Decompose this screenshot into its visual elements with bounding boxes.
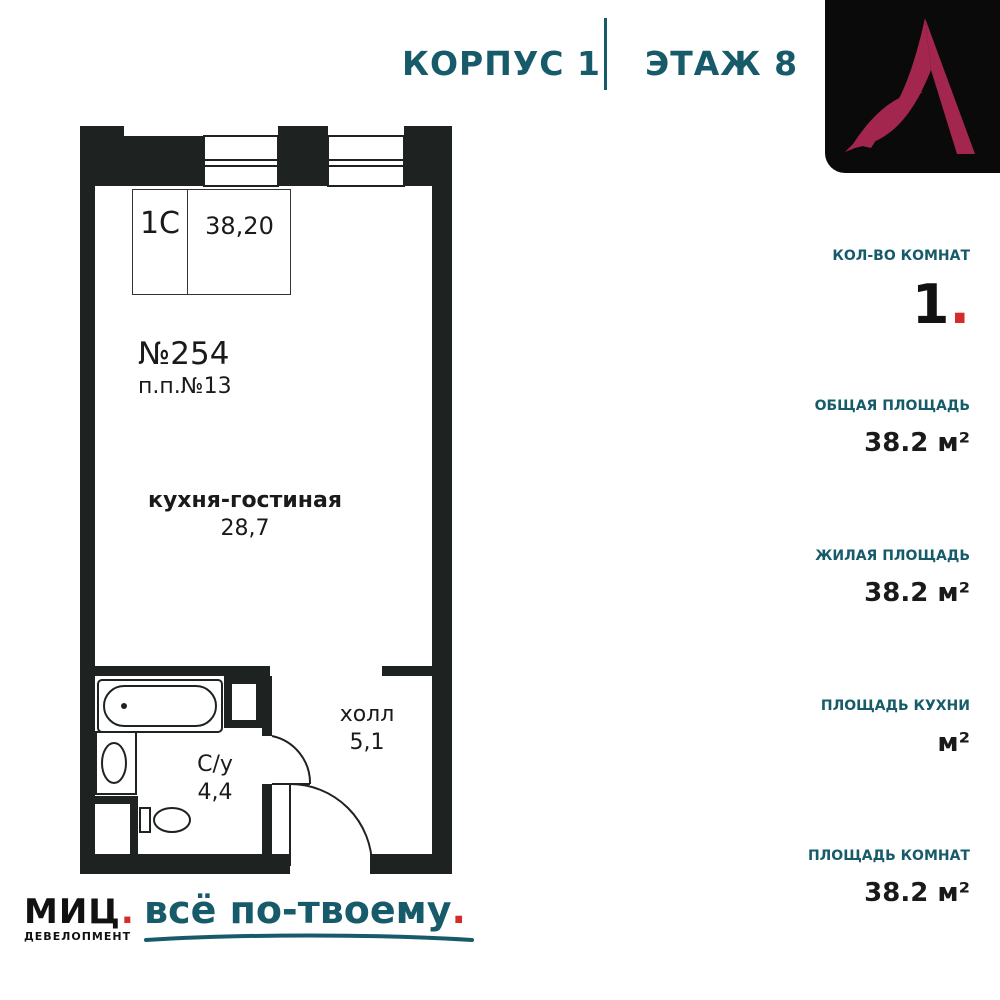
rooms-count-number: 1 — [911, 273, 950, 336]
slogan-dot-icon: . — [451, 888, 466, 932]
apartment-badge: 1С 38,20 — [132, 189, 291, 295]
floor-plan-drawing — [80, 126, 452, 874]
apartment-area: 38,20 — [205, 212, 274, 240]
kitchen-area-label: ПЛОЩАДЬ КУХНИ — [820, 698, 970, 714]
total-area-value: 38.2 м² — [864, 428, 970, 458]
brand-subtitle: ДЕВЕЛОПМЕНТ — [24, 930, 132, 943]
bathroom-label: С/у — [197, 752, 233, 777]
brand-name: МИЦ. — [24, 892, 135, 932]
room-area-block: ПЛОЩАДЬ КОМНАТ 38.2 м² — [730, 848, 970, 908]
living-area-block: ЖИЛАЯ ПЛОЩАДЬ 38.2 м² — [730, 548, 970, 608]
header-divider — [604, 18, 607, 90]
slogan: всё по-твоему. — [144, 888, 474, 942]
slogan-text: всё по-твоему — [144, 888, 452, 932]
brand-dot-icon: . — [120, 892, 135, 932]
hall-label: холл — [339, 702, 395, 727]
total-area-label: ОБЩАЯ ПЛОЩАДЬ — [814, 398, 970, 414]
red-dot-icon: . — [949, 273, 970, 336]
hall-area: 5,1 — [349, 730, 385, 755]
logo-a-icon — [845, 18, 975, 154]
kitchen-living-area: 28,7 — [220, 516, 270, 541]
living-area-label: ЖИЛАЯ ПЛОЩАДЬ — [815, 548, 970, 564]
living-area-value: 38.2 м² — [864, 578, 970, 608]
brand-logo — [825, 0, 1000, 173]
rooms-count-value: 1. — [730, 278, 970, 332]
developer-brand: МИЦ. ДЕВЕЛОПМЕНТ — [24, 892, 135, 943]
kitchen-area-block: ПЛОЩАДЬ КУХНИ м² — [730, 698, 970, 758]
total-area-block: ОБЩАЯ ПЛОЩАДЬ 38.2 м² — [730, 398, 970, 458]
room-area-value: 38.2 м² — [864, 878, 970, 908]
apartment-type: 1С — [133, 190, 188, 294]
kitchen-area-value: м² — [937, 728, 970, 758]
building-label: КОРПУС 1 — [402, 44, 601, 83]
bathroom-area: 4,4 — [197, 780, 233, 805]
slogan-underline-icon — [144, 933, 474, 942]
header: КОРПУС 1 ЭТАЖ 8 — [0, 18, 800, 98]
floor-label: ЭТАЖ 8 — [645, 44, 799, 83]
rooms-count-block: КОЛ-ВО КОМНАТ 1. — [730, 248, 970, 332]
room-area-label: ПЛОЩАДЬ КОМНАТ — [807, 848, 970, 864]
floor-plan: 1С 38,20 №254 п.п.№13 кухня-гостиная 28,… — [80, 126, 452, 874]
brand-name-text: МИЦ — [24, 892, 121, 932]
pp-number: п.п.№13 — [138, 374, 232, 399]
apartment-number: №254 — [138, 336, 230, 372]
kitchen-living-label: кухня-гостиная — [148, 488, 342, 513]
rooms-count-label: КОЛ-ВО КОМНАТ — [832, 248, 970, 264]
